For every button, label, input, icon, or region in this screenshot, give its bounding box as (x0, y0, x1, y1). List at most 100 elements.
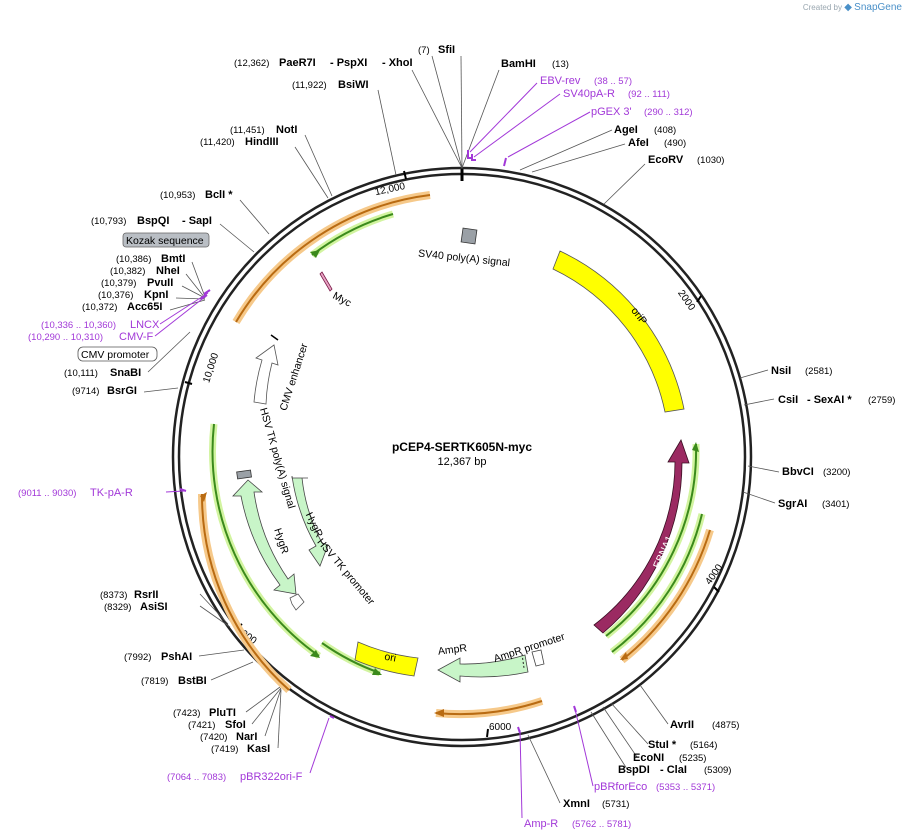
site-hindiii[interactable]: HindIII (245, 136, 279, 148)
site-clai[interactable]: - ClaI (660, 764, 687, 776)
site-nsii[interactable]: NsiI (771, 365, 791, 377)
site-ecorv[interactable]: EcoRV (648, 154, 684, 166)
site-nhei[interactable]: NheI (156, 265, 180, 277)
site-bsrgi-pos: (9714) (72, 386, 99, 397)
site-sfoi[interactable]: SfoI (225, 719, 246, 731)
tick-6000: 6000 (489, 722, 512, 733)
site-xmni[interactable]: XmnI (563, 798, 590, 810)
feature-myc-arrow[interactable] (319, 271, 333, 292)
site-bspdi[interactable]: BspDI (618, 764, 650, 776)
site-nari-pos: (7420) (200, 732, 227, 743)
site-kasi[interactable]: KasI (247, 743, 270, 755)
primer-ebvrev[interactable]: EBV-rev (540, 75, 581, 87)
primer-pbrforeco-pos: (5353 .. 5371) (656, 782, 715, 793)
site-acc65i[interactable]: Acc65I (127, 301, 162, 313)
site-bspqi[interactable]: BspQI (137, 215, 169, 227)
site-rsrii[interactable]: RsrII (134, 589, 158, 601)
site-econi-pos: (5235) (679, 753, 706, 764)
site-clai-pos: (5309) (704, 765, 731, 776)
cmv-promoter-mark (270, 334, 279, 341)
site-xmni-pos: (5731) (602, 799, 629, 810)
feature-hygr1-arrow[interactable] (232, 479, 297, 595)
site-nhei-pos: (10,382) (110, 266, 145, 277)
kozak-box[interactable] (122, 232, 210, 248)
site-asisi[interactable]: AsiSI (140, 601, 168, 613)
label-hygr1: HygR (271, 527, 291, 556)
primer-pgex3[interactable]: pGEX 3' (591, 106, 632, 118)
site-bamhi[interactable]: BamHI (501, 58, 536, 70)
site-paer7i-pos: (12,362) (234, 58, 269, 69)
track-arrowheads (200, 250, 699, 717)
feature-hsv-tk-promoter-arrow[interactable] (289, 593, 305, 611)
primer-pbr322orif[interactable]: pBR322ori-F (240, 771, 303, 783)
site-bcli-pos: (10,953) (160, 190, 195, 201)
site-bsiwi-pos: (11,922) (292, 80, 327, 91)
feature-sv40-polya-box[interactable] (460, 227, 478, 245)
label-myc: Myc (331, 290, 354, 310)
primer-ampr[interactable]: Amp-R (524, 818, 558, 830)
site-kpni[interactable]: KpnI (144, 289, 168, 301)
site-sapi[interactable]: - SapI (182, 215, 212, 227)
site-avrii[interactable]: AvrII (670, 719, 694, 731)
primer-sv40par-pos: (92 .. 111) (628, 89, 670, 100)
label-ampr-promoter: AmpR promoter (492, 631, 567, 665)
site-bamhi-pos: (13) (552, 59, 569, 70)
site-sexai[interactable]: - SexAI * (807, 394, 852, 406)
site-paer7i[interactable]: PaeR7I (279, 57, 316, 69)
plasmid-size: 12,367 bp (438, 456, 487, 468)
site-pluti[interactable]: PluTI (209, 707, 236, 719)
site-sfoi-pos: (7421) (188, 720, 215, 731)
site-bmti[interactable]: BmtI (161, 253, 185, 265)
site-noti[interactable]: NotI (276, 124, 297, 136)
site-bcli[interactable]: BclI * (205, 189, 233, 201)
feature-orip-arrow[interactable] (552, 250, 685, 413)
site-nsii-pos: (2581) (805, 366, 832, 377)
primer-cmvf-pos: (10,290 .. 10,310) (28, 332, 103, 343)
feature-cmv-enhancer-arrow[interactable] (253, 344, 279, 405)
site-agei[interactable]: AgeI (614, 124, 638, 136)
feature-hsv-tk-polya-box[interactable] (236, 469, 252, 480)
orf-tracks (197, 191, 714, 719)
label-kozak: Kozak sequence (126, 235, 204, 247)
primer-sv40par[interactable]: SV40pA-R (563, 88, 615, 100)
site-nari[interactable]: NarI (236, 731, 257, 743)
site-pshai-pos: (7992) (124, 652, 151, 663)
site-pshai[interactable]: PshAI (161, 651, 192, 663)
feature-ebna1-arrow[interactable] (593, 439, 690, 634)
site-afei[interactable]: AfeI (628, 137, 649, 149)
primer-cmvf[interactable]: CMV-F (119, 331, 154, 343)
site-hindiii-pos: (11,420) (200, 137, 235, 148)
feature-ori-arrow[interactable] (354, 641, 419, 677)
site-bstbi-pos: (7819) (141, 676, 168, 687)
site-bsrgi[interactable]: BsrGI (107, 385, 137, 397)
feature-ampr-arrow[interactable] (437, 654, 529, 683)
site-xhoi[interactable]: - XhoI (382, 57, 413, 69)
site-bbvci[interactable]: BbvCI (782, 466, 814, 478)
primer-tkpar[interactable]: TK-pA-R (90, 487, 133, 499)
site-stui-pos: (5164) (690, 740, 717, 751)
site-sgrai[interactable]: SgrAI (778, 498, 807, 510)
label-ori: ori (383, 651, 397, 665)
site-econi[interactable]: EcoNI (633, 752, 664, 764)
site-bstbi[interactable]: BstBI (178, 675, 207, 687)
site-avrii-pos: (4875) (712, 720, 739, 731)
site-bsiwi[interactable]: BsiWI (338, 79, 369, 91)
snapgene-logo-icon: ◆ (844, 2, 852, 13)
site-sfii[interactable]: SfiI (438, 44, 455, 56)
site-pvuii[interactable]: PvuII (147, 277, 173, 289)
site-csii[interactable]: CsiI (778, 394, 798, 406)
site-stui[interactable]: StuI * (648, 739, 677, 751)
leader-lines (143, 55, 780, 804)
feature-ampr-promoter-arrow[interactable] (531, 649, 545, 667)
site-snabi[interactable]: SnaBI (110, 367, 141, 379)
tick-12000: 12,000 (374, 181, 407, 198)
primer-lncx[interactable]: LNCX (130, 319, 160, 331)
site-kasi-pos: (7419) (211, 744, 238, 755)
site-rsrii-pos: (8373) (100, 590, 127, 601)
feature-hygr2-arrow[interactable] (291, 475, 329, 567)
primer-pbrforeco[interactable]: pBRforEco (594, 781, 647, 793)
site-pspxi[interactable]: - PspXI (330, 57, 367, 69)
plasmid-name: pCEP4-SERTK605N-myc (392, 440, 532, 454)
cmv-promoter-box[interactable] (77, 346, 158, 362)
